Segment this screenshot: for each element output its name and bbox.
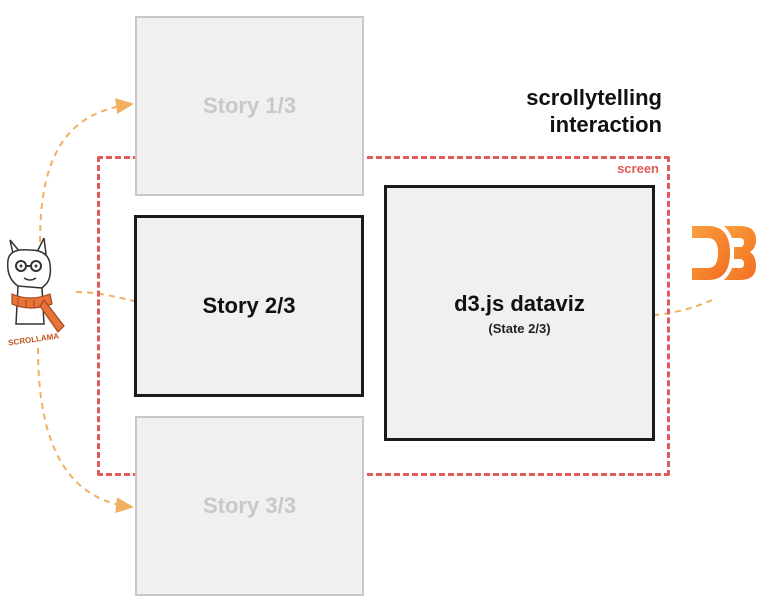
dataviz-state: (State 2/3) [488, 320, 551, 336]
arrow-to-story-2 [75, 291, 172, 314]
story-1-card: Story 1/3 [135, 16, 364, 196]
arrow-to-story-1 [39, 98, 134, 243]
arrow-to-story-3 [37, 347, 134, 514]
story-3-label: Story 3/3 [203, 493, 296, 518]
screen-frame: screen [97, 156, 670, 476]
heading-line-1: scrollytelling [526, 85, 662, 110]
story-1-label: Story 1/3 [203, 93, 296, 118]
dataviz-title: d3.js dataviz [454, 290, 585, 316]
scrollama-text: SCROLLAMA [8, 331, 60, 347]
heading-line-2: interaction [549, 112, 662, 137]
story-2-card: Story 2/3 [134, 215, 364, 397]
dataviz-panel: d3.js dataviz (State 2/3) [384, 185, 655, 441]
heading: scrollytelling interaction [526, 84, 662, 138]
screen-label: screen [617, 161, 659, 176]
story-2-label: Story 2/3 [202, 293, 296, 318]
story-3-card: Story 3/3 [135, 416, 364, 596]
d3-logo-icon [692, 226, 756, 280]
llama-icon: SCROLLAMA [6, 238, 65, 348]
